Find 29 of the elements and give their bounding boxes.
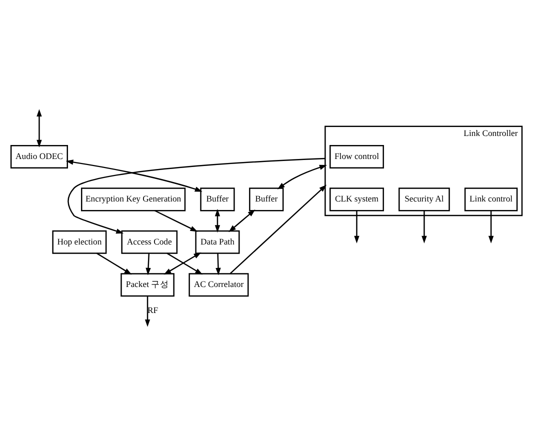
arrow bbox=[214, 208, 220, 233]
arrow bbox=[66, 160, 202, 192]
node-box: CLK system bbox=[330, 188, 384, 212]
node-box: Security Al bbox=[398, 188, 450, 212]
arrow bbox=[354, 210, 360, 244]
node-box: Access Code bbox=[121, 230, 178, 254]
arrow bbox=[230, 184, 327, 274]
node-box: Link control bbox=[464, 188, 518, 212]
arrow bbox=[146, 253, 151, 276]
node-box: Buffer bbox=[200, 188, 235, 212]
arrow bbox=[68, 158, 326, 234]
arrow bbox=[228, 210, 256, 232]
arrow bbox=[422, 210, 427, 244]
node-box: Buffer bbox=[249, 188, 284, 212]
node-box: AC Correlator bbox=[188, 273, 249, 297]
arrow bbox=[36, 109, 42, 148]
arrow bbox=[488, 210, 494, 244]
arrow bbox=[144, 296, 150, 327]
arrow bbox=[277, 164, 327, 190]
edge-label: RF bbox=[147, 304, 158, 315]
node-box: Encryption Key Generation bbox=[81, 188, 186, 212]
node-box: Flow control bbox=[330, 144, 384, 168]
arrow bbox=[96, 252, 132, 275]
arrow bbox=[216, 253, 221, 276]
node-box: Audio ODEC bbox=[10, 144, 68, 168]
arrow bbox=[154, 210, 198, 232]
node-box: Hop election bbox=[52, 230, 107, 254]
node-box: Data Path bbox=[195, 230, 240, 254]
node-box: Packet 구성 bbox=[120, 273, 174, 297]
